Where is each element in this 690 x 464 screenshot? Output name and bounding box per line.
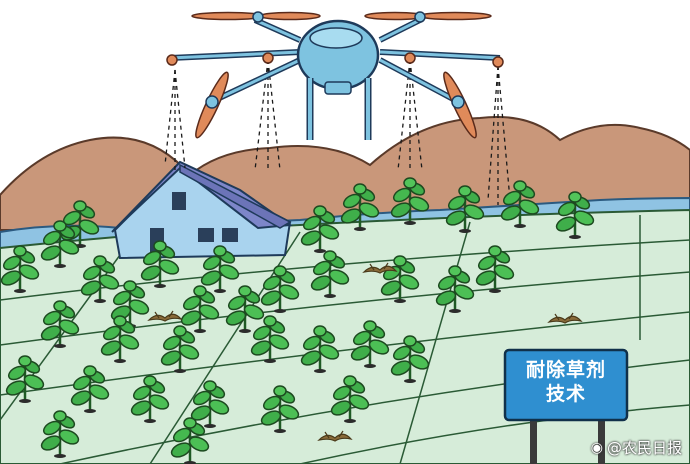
sign-line-1: 耐除草剂 xyxy=(525,359,606,381)
agricultural-drone xyxy=(166,11,504,140)
sign-line-2: 技术 xyxy=(545,383,586,405)
sign-board xyxy=(503,348,629,464)
watermark: ◉ @农民日报 xyxy=(591,437,682,458)
weibo-icon: ◉ xyxy=(590,439,603,456)
sign-label: 耐除草剂 技术 xyxy=(512,358,620,406)
watermark-text: @农民日报 xyxy=(606,439,682,457)
farmhouse xyxy=(111,160,293,260)
